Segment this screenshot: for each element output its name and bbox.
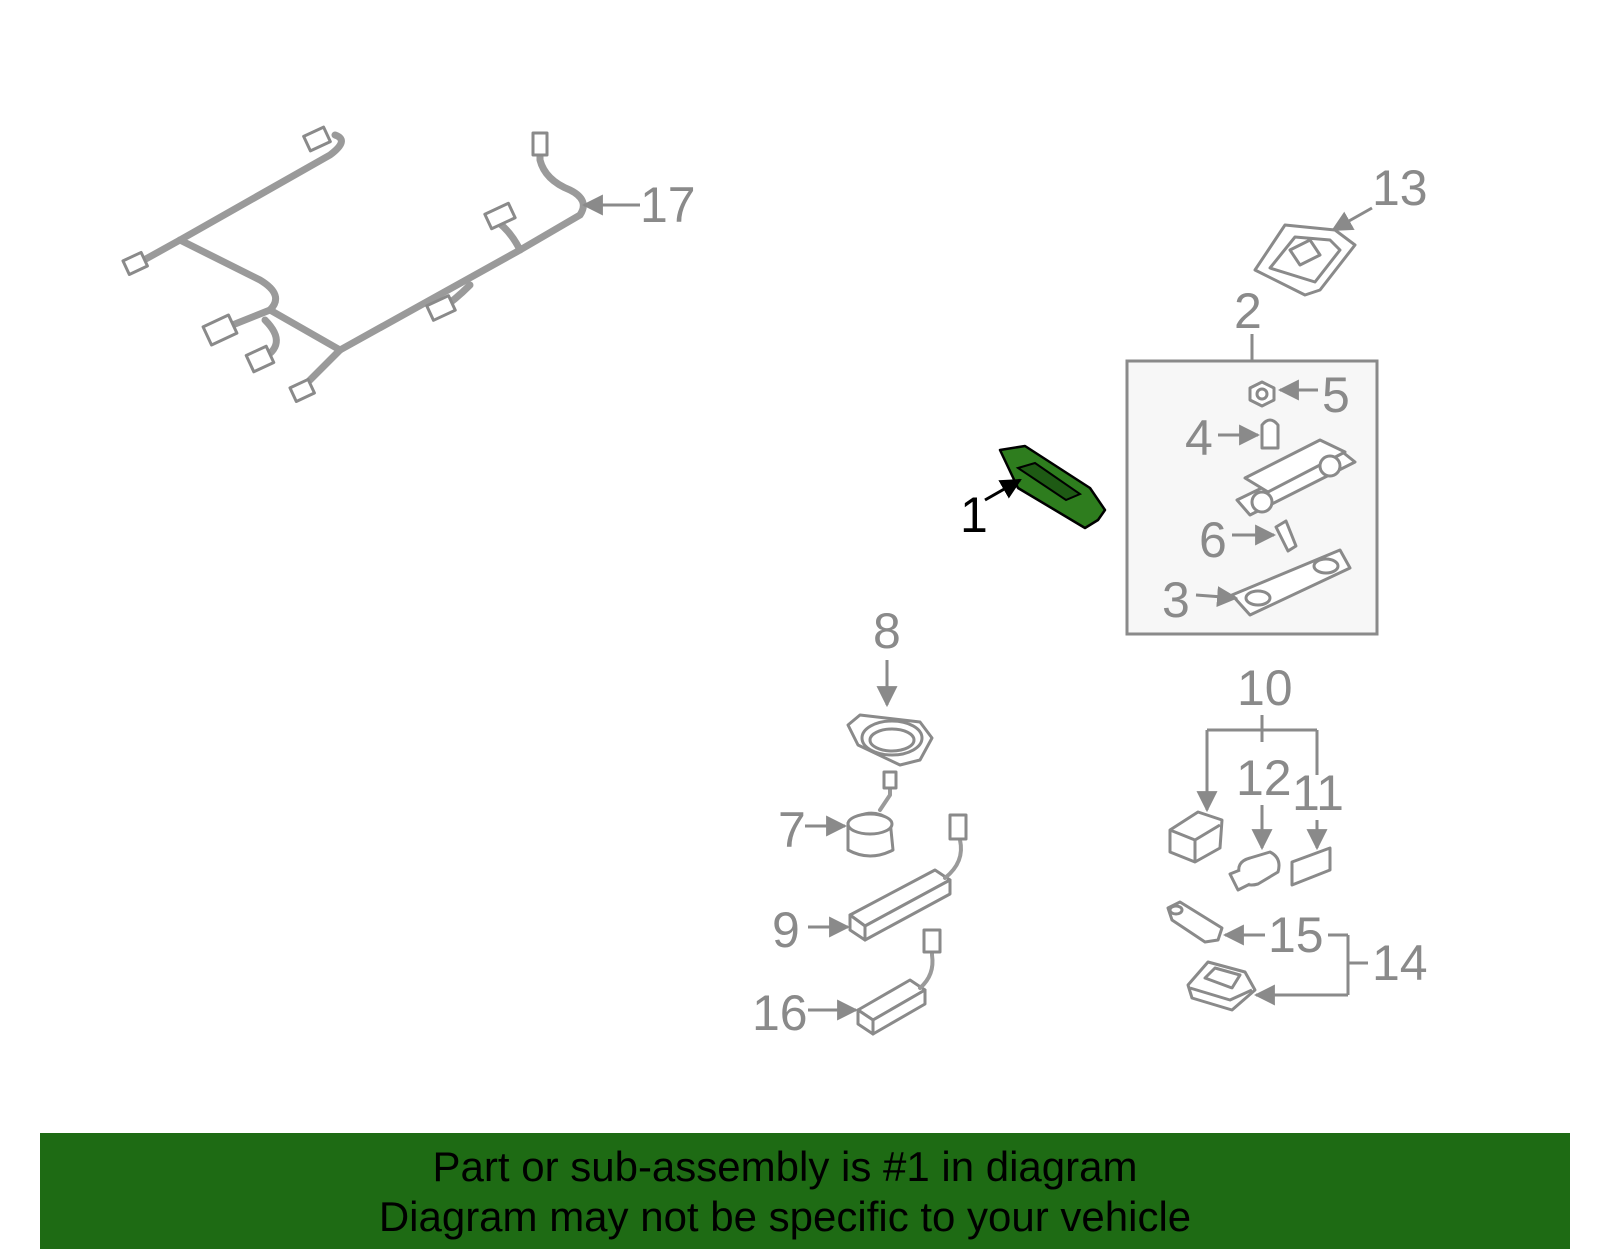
switch-part-16[interactable] bbox=[856, 928, 942, 1036]
lamp-carrier[interactable] bbox=[1235, 438, 1357, 517]
leader-14 bbox=[1253, 933, 1368, 1006]
label-10: 10 bbox=[1237, 660, 1293, 716]
label-13: 13 bbox=[1372, 160, 1428, 216]
leader-3 bbox=[1195, 586, 1239, 608]
label-6: 6 bbox=[1199, 512, 1227, 568]
label-16: 16 bbox=[752, 985, 808, 1041]
lens-part-3[interactable] bbox=[1230, 548, 1352, 617]
label-12: 12 bbox=[1236, 750, 1292, 806]
bulb-part-4[interactable] bbox=[1260, 418, 1280, 450]
highlighted-part-1[interactable] bbox=[998, 444, 1107, 530]
info-banner: Part or sub-assembly is #1 in diagram Di… bbox=[40, 1133, 1570, 1249]
wiring-harness-part-17[interactable] bbox=[121, 125, 587, 403]
banner-line-part-info: Part or sub-assembly is #1 in diagram bbox=[432, 1143, 1138, 1190]
wedge-bulb-part-6[interactable] bbox=[1274, 519, 1298, 553]
label-8: 8 bbox=[873, 603, 901, 659]
dome-light-housing-part-13[interactable] bbox=[1253, 223, 1357, 297]
lamp-socket-part-7[interactable] bbox=[846, 770, 898, 858]
nut-part-5[interactable] bbox=[1248, 380, 1276, 408]
banner-line-disclaimer: Diagram may not be specific to your vehi… bbox=[378, 1193, 1192, 1240]
bulb-part-12[interactable] bbox=[1228, 850, 1281, 892]
lens-part-11[interactable] bbox=[1290, 846, 1332, 887]
leader-13 bbox=[1331, 206, 1373, 232]
switch-part-9[interactable] bbox=[848, 813, 968, 942]
lamp-assembly-part-14[interactable] bbox=[1186, 960, 1257, 1012]
label-4: 4 bbox=[1185, 410, 1213, 466]
label-5: 5 bbox=[1322, 367, 1350, 423]
leader-1 bbox=[984, 478, 1022, 502]
label-2: 2 bbox=[1234, 283, 1262, 339]
label-14: 14 bbox=[1372, 935, 1428, 991]
leader-10 bbox=[1196, 715, 1319, 813]
label-9: 9 bbox=[772, 902, 800, 958]
bracket-part-8[interactable] bbox=[846, 713, 934, 767]
label-7: 7 bbox=[778, 802, 806, 858]
lamp-housing-part-10[interactable] bbox=[1168, 810, 1224, 864]
label-3: 3 bbox=[1162, 572, 1190, 628]
label-11: 11 bbox=[1292, 765, 1344, 821]
label-1: 1 bbox=[960, 487, 988, 543]
label-15: 15 bbox=[1268, 907, 1324, 963]
label-17: 17 bbox=[640, 177, 696, 233]
festoon-bulb-part-15[interactable] bbox=[1166, 900, 1224, 944]
